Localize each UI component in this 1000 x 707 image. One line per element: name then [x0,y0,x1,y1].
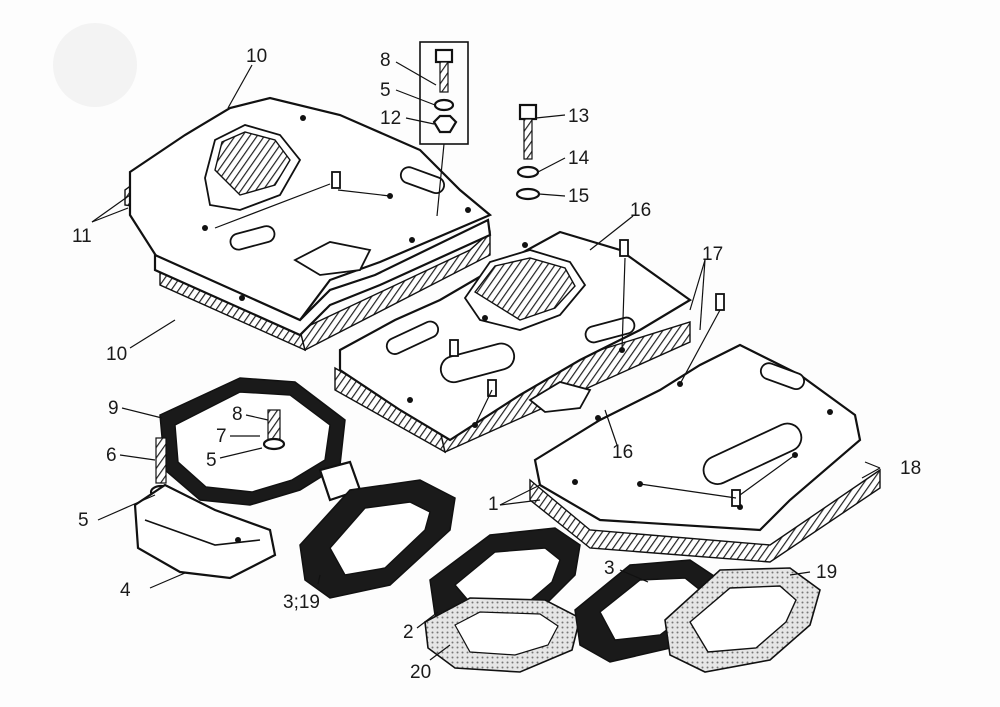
callout-6: 6 [106,445,117,466]
callout-1: 1 [488,494,499,515]
callout-10-bottom: 10 [106,344,127,365]
scan-smudge [53,23,137,107]
leader-lines [91,61,881,661]
left-frame-9 [149,377,362,506]
callout-labels: 10 8 5 12 13 14 15 11 16 17 10 9 8 7 6 5… [72,46,921,683]
callout-16-bottom: 16 [612,442,633,463]
callout-5-bracket: 5 [78,510,89,531]
callout-5-frame: 5 [206,450,217,471]
callout-5-top: 5 [380,80,391,101]
callout-11: 11 [72,226,92,247]
gasket-3-19 [299,479,456,599]
callout-3-19: 3;19 [283,592,320,613]
gasket-19 [664,567,821,673]
callout-20: 20 [410,662,431,683]
callout-2: 2 [403,622,414,643]
gasket-20 [424,597,581,673]
callout-7: 7 [216,426,227,447]
callout-17: 17 [702,244,723,265]
bracket-4 [133,483,277,580]
callout-8-top: 8 [380,50,391,71]
callout-12: 12 [380,108,401,129]
callout-15: 15 [568,186,589,207]
right-plate-stack [529,293,881,563]
callout-4: 4 [120,580,131,601]
callout-8-frame: 8 [232,404,243,425]
bolt-box-group [419,41,469,217]
callout-18: 18 [900,458,921,479]
callout-3: 3 [604,558,615,579]
callout-13: 13 [568,106,589,127]
callout-9: 9 [108,398,119,419]
callout-10-top: 10 [246,46,267,67]
callout-14: 14 [568,148,590,169]
callout-16-top: 16 [630,200,651,221]
center-plate-stack [334,230,693,454]
upper-left-plate-stack [124,96,493,352]
callout-19: 19 [816,562,837,583]
bolt-13-14-15 [515,103,541,201]
gasket-3 [574,559,721,663]
